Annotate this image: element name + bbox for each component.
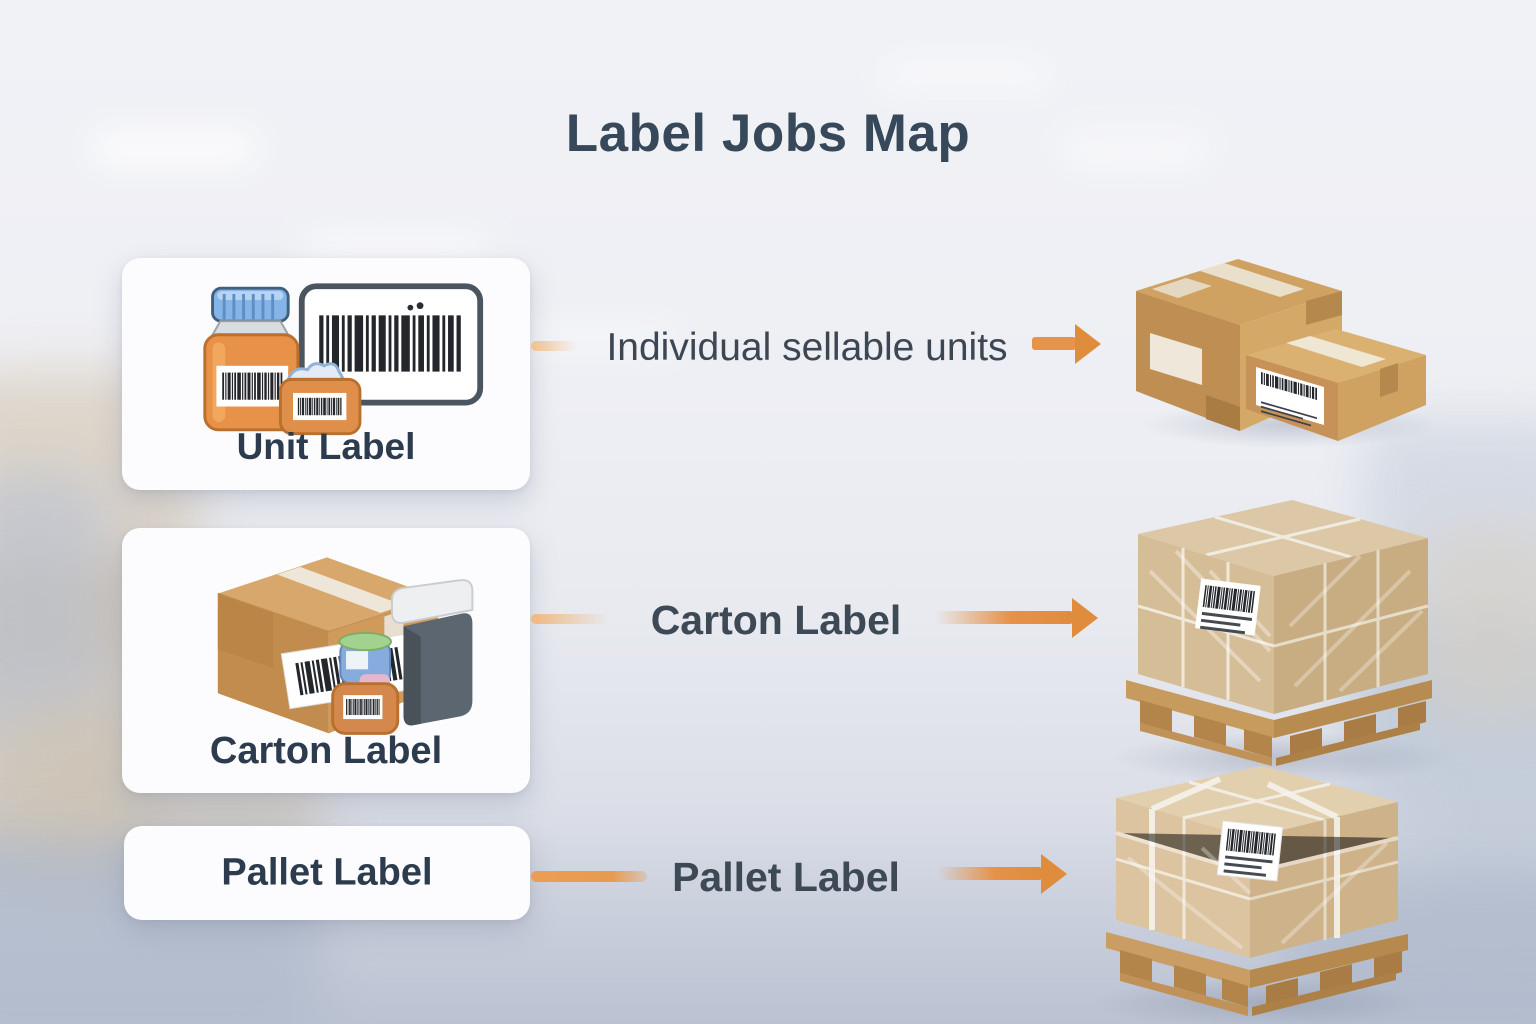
pallet-barcode-label-icon (1216, 820, 1284, 882)
unit-label-card: Unit Label (122, 258, 530, 490)
background-light-streak (880, 60, 1050, 90)
unit-flow-label: Individual sellable units (606, 326, 1008, 369)
background-blur-shelf (0, 470, 110, 730)
pallet-label-card: Pallet Label (124, 826, 530, 920)
label-printer-icon (391, 579, 474, 726)
carton-bottle-and-label-printer-illustration-icon (217, 557, 474, 735)
carton-label-card-label: Carton Label (209, 730, 443, 772)
jar-icon (278, 362, 362, 436)
barcode-icon (298, 283, 484, 406)
labeled-shipping-boxes-illustration-icon (1136, 259, 1426, 441)
right-arrow-icon (1032, 337, 1076, 350)
unit-label-card-label: Unit Label (236, 426, 416, 467)
right-arrow-icon (935, 611, 1073, 624)
pallet-label-card-label: Pallet Label (221, 851, 433, 894)
flow-connector-line (531, 871, 647, 882)
right-arrow-icon (938, 867, 1042, 880)
page-title: Label Jobs Map (565, 104, 971, 163)
carton-label-card: Carton Label (122, 528, 530, 793)
pallet-barcode-label-icon (1195, 578, 1261, 636)
background-light-streak (90, 130, 260, 168)
background-blur-shelf (1416, 530, 1536, 720)
background-light-streak (1060, 130, 1210, 170)
shrink-wrapped-pallet-illustration-icon (1126, 500, 1432, 766)
strapped-pallet-illustration-icon (1106, 766, 1408, 1016)
strapped-box-stack-icon (1115, 766, 1399, 958)
wooden-pallet-icon (1106, 932, 1408, 1016)
flow-connector-line (531, 341, 577, 351)
flow-connector-line (531, 614, 609, 624)
carton-flow-label: Carton Label (650, 597, 902, 643)
medicine-bottle-icon (331, 631, 400, 735)
pill-bottle-jar-and-barcode-illustration-icon (203, 283, 484, 436)
small-box-with-label-icon (1246, 329, 1426, 441)
pill-bottle-icon (203, 286, 300, 432)
wrapped-carton-stack-icon (1137, 500, 1429, 714)
wooden-pallet-icon (1126, 680, 1432, 766)
pallet-flow-label: Pallet Label (672, 854, 900, 900)
